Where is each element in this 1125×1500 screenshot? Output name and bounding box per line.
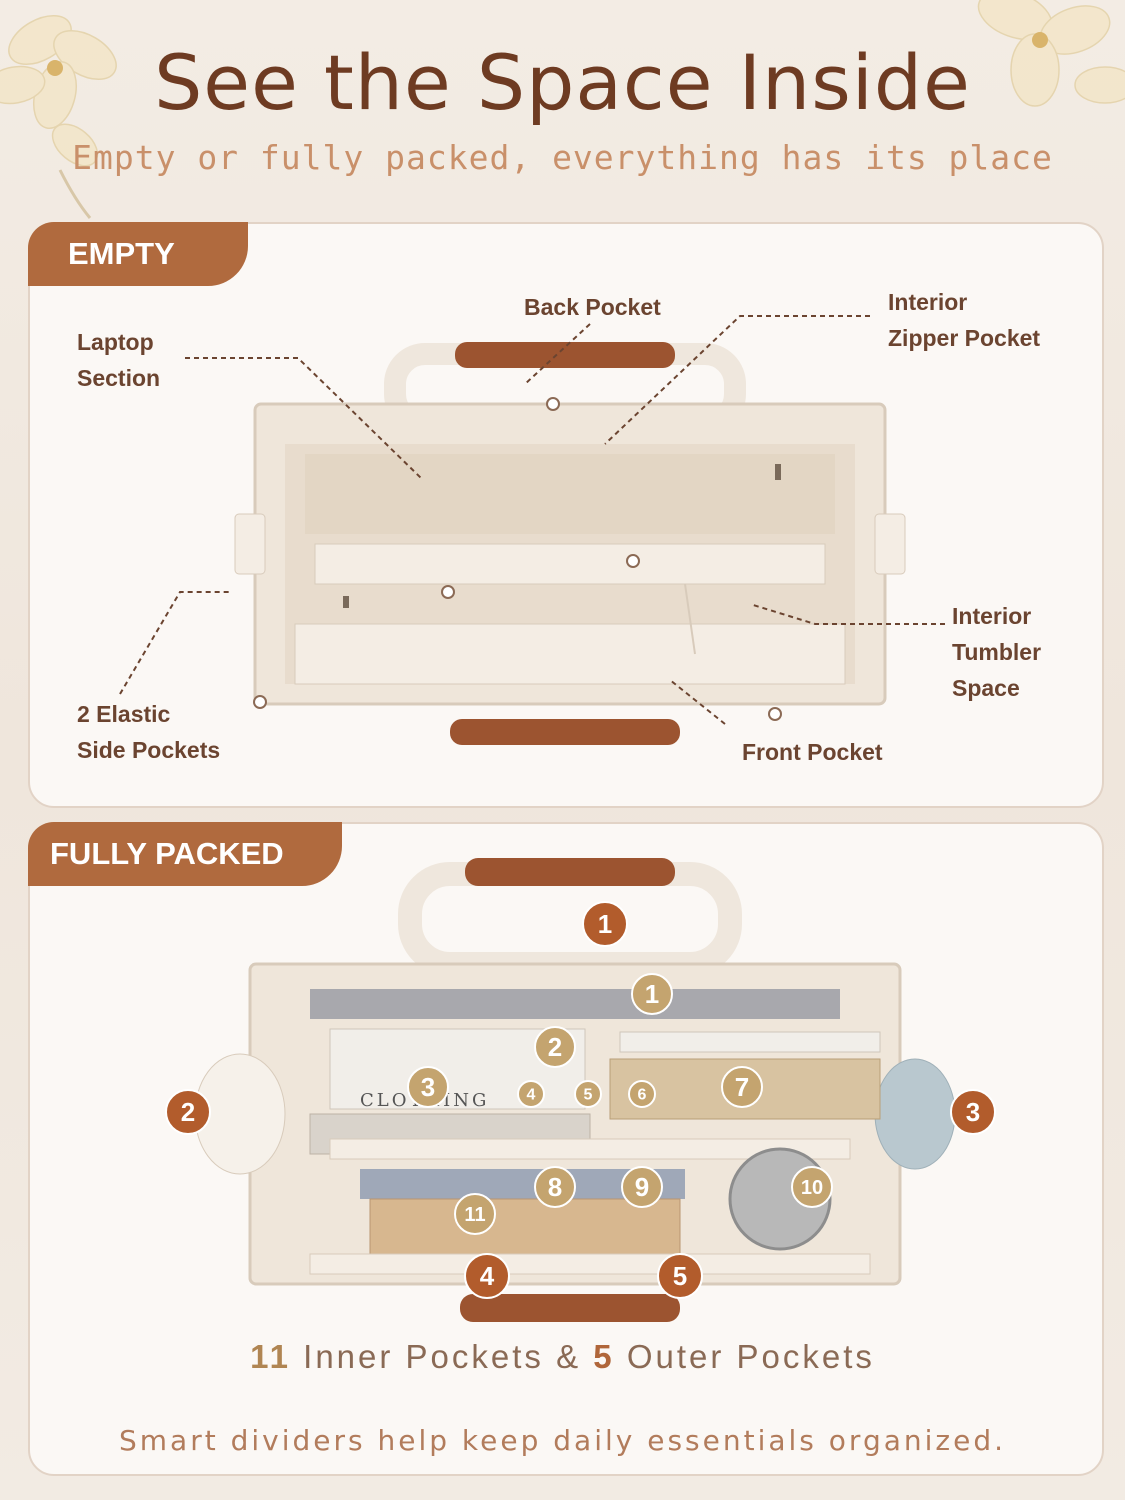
- packed-panel: FULLY PACKED CLOTHING 1 2 3 4 5 1 2 3 4 5 6 7 8 9 10 11: [28, 822, 1104, 1476]
- page-subtitle: Empty or fully packed, everything has it…: [72, 138, 1053, 177]
- inner-pocket-marker-8-label: 8: [548, 1172, 562, 1202]
- inner-pocket-marker-2-circle: [534, 1026, 576, 1068]
- callout-laptop-section-line1: Laptop: [77, 329, 154, 355]
- outer-pocket-marker-2-circle: [165, 1089, 211, 1135]
- inner-pocket-marker-8-circle: [534, 1166, 576, 1208]
- inner-pocket-marker-10-circle: [791, 1166, 833, 1208]
- inner-pocket-count: 11: [250, 1338, 291, 1375]
- inner-pocket-marker-3-label: 3: [421, 1072, 435, 1102]
- callout-interior-zipper-line1: Interior: [888, 289, 968, 315]
- callout-front-pocket: Front Pocket: [742, 739, 883, 765]
- pocket-count-summary: 11 Inner Pockets & 5 Outer Pockets: [0, 1338, 1125, 1376]
- inner-pocket-label: Inner Pockets &: [303, 1338, 582, 1375]
- callout-interior-zipper-line2: Zipper Pocket: [888, 325, 1041, 351]
- callout-laptop-section-line2: Section: [77, 365, 161, 391]
- empty-panel: EMPTY: [28, 222, 1104, 808]
- outer-pocket-marker-3-circle: [950, 1089, 996, 1135]
- inner-pocket-marker-9-circle: [621, 1166, 663, 1208]
- outer-pocket-label: Outer Pockets: [626, 1338, 875, 1375]
- outer-pocket-marker-4-circle: [464, 1253, 510, 1299]
- callout-interior-tumbler-line2: Tumbler: [952, 639, 1042, 665]
- outer-pocket-marker-5-label: 5: [673, 1261, 687, 1291]
- callout-interior-tumbler-line1: Interior: [952, 603, 1032, 629]
- callout-back-pocket: Back Pocket: [524, 294, 661, 320]
- inner-pocket-marker-5-circle: [574, 1080, 602, 1108]
- empty-tab-label: EMPTY: [28, 222, 248, 286]
- flower-decoration-right: [977, 0, 1125, 107]
- outer-pocket-count: 5: [593, 1338, 615, 1375]
- inner-pocket-marker-4-circle: [517, 1080, 545, 1108]
- inner-pocket-marker-11-circle: [454, 1193, 496, 1235]
- inner-pocket-marker-10-label: 10: [801, 1177, 823, 1199]
- inner-pocket-marker-7-circle: [721, 1066, 763, 1108]
- outer-pocket-marker-1-circle: [582, 901, 628, 947]
- page-title: See the Space Inside: [154, 38, 971, 127]
- inner-pocket-marker-5-label: 5: [584, 1087, 593, 1104]
- callout-elastic-side-line1: 2 Elastic: [77, 701, 171, 727]
- inner-pocket-marker-3-circle: [407, 1066, 449, 1108]
- inner-pocket-marker-11-label: 11: [464, 1204, 485, 1226]
- callout-elastic-side-line2: Side Pockets: [77, 737, 221, 763]
- packed-tab-label: FULLY PACKED: [28, 822, 342, 886]
- callout-laptop-section: Laptop Section: [77, 324, 160, 396]
- outer-pocket-marker-2-label: 2: [181, 1097, 195, 1127]
- inner-pocket-marker-9-label: 9: [635, 1172, 649, 1202]
- inner-pocket-marker-4-label: 4: [527, 1087, 536, 1104]
- callout-interior-zipper: Interior Zipper Pocket: [888, 284, 1040, 356]
- outer-pocket-marker-5-circle: [657, 1253, 703, 1299]
- packed-bag-illustration: CLOTHING: [194, 858, 956, 1322]
- inner-pocket-marker-1-label: 1: [645, 979, 659, 1009]
- outer-pocket-marker-4-label: 4: [480, 1261, 495, 1291]
- outer-pocket-marker-3-label: 3: [966, 1097, 980, 1127]
- outer-pocket-marker-1-label: 1: [598, 909, 612, 939]
- inner-pocket-marker-6-label: 6: [638, 1087, 647, 1104]
- inner-pocket-marker-1-circle: [631, 973, 673, 1015]
- footer-note: Smart dividers help keep daily essential…: [119, 1424, 1006, 1457]
- flower-decoration-left: [0, 14, 117, 219]
- empty-bag-illustration: [234, 342, 906, 745]
- pocket-markers: 1 2 3 4 5 1 2 3 4 5 6 7 8 9 10 11: [165, 901, 996, 1299]
- callout-elastic-side: 2 Elastic Side Pockets: [77, 696, 220, 768]
- inner-pocket-marker-7-label: 7: [735, 1072, 749, 1102]
- callout-interior-tumbler-line3: Space: [952, 675, 1020, 701]
- inner-pocket-marker-6-circle: [628, 1080, 656, 1108]
- empty-leader-lines: [119, 315, 945, 725]
- inner-pocket-marker-2-label: 2: [548, 1032, 562, 1062]
- callout-interior-tumbler: Interior Tumbler Space: [952, 598, 1041, 706]
